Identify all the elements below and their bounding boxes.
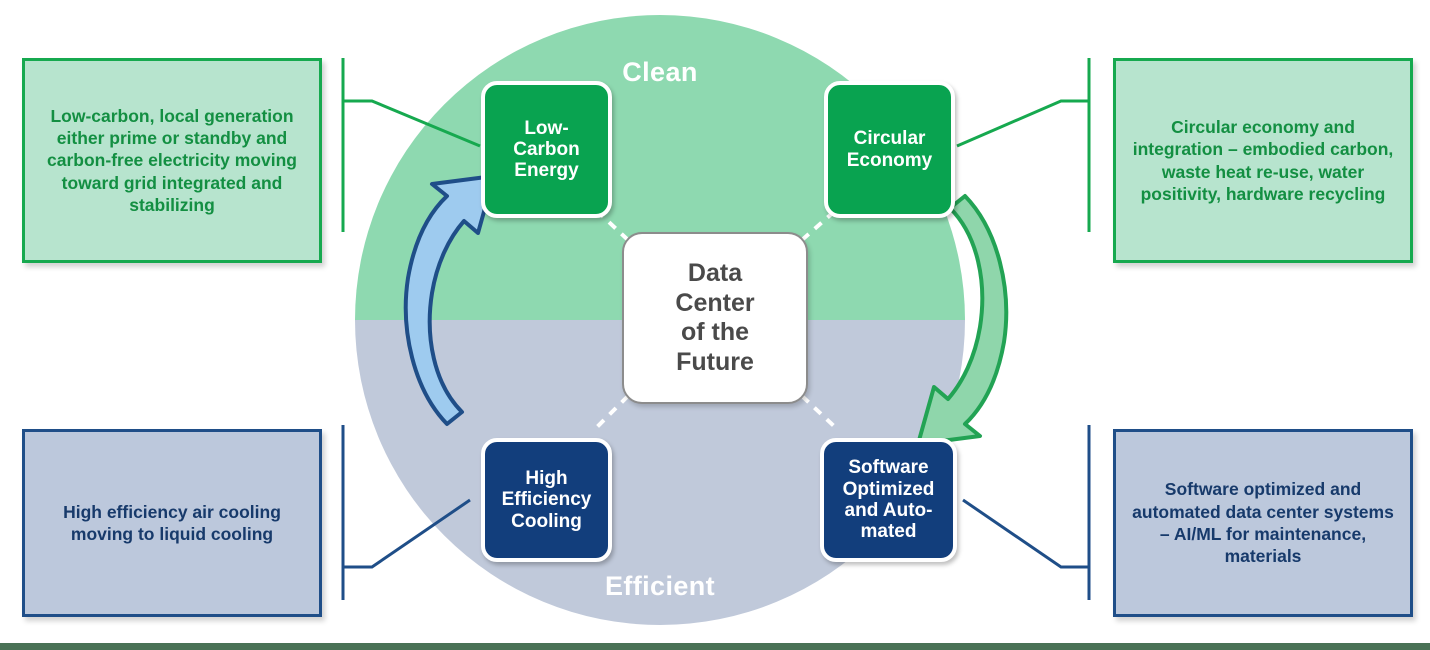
circle-label-efficient: Efficient bbox=[604, 571, 716, 601]
bottom-accent-bar bbox=[0, 643, 1430, 650]
callout-low-carbon-energy: Low-carbon, local generation either prim… bbox=[22, 58, 322, 263]
callout-software-optimized-text: Software optimized and automated data ce… bbox=[1132, 479, 1394, 567]
callout-circular-economy-text: Circular economy and integration – embod… bbox=[1132, 116, 1394, 204]
callout-software-optimized: Software optimized and automated data ce… bbox=[1113, 429, 1413, 617]
callout-low-carbon-energy-text: Low-carbon, local generation either prim… bbox=[47, 105, 297, 216]
leader-path-bottom-right bbox=[962, 498, 1089, 569]
callout-high-efficiency-cooling-text: High efficiency air cooling moving to li… bbox=[63, 501, 281, 544]
leader-path-top-right bbox=[956, 99, 1089, 148]
callout-high-efficiency-cooling: High efficiency air cooling moving to li… bbox=[22, 429, 322, 617]
circle-label-clean: Clean bbox=[622, 57, 698, 87]
callout-circular-economy: Circular economy and integration – embod… bbox=[1113, 58, 1413, 263]
